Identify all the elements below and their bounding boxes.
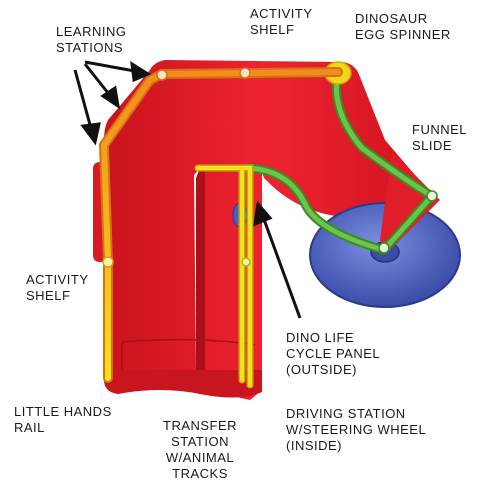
label-transfer-station: TRANSFER STATION W/ANIMAL TRACKS: [163, 418, 238, 481]
rail-joint: [239, 67, 251, 79]
learning-rail-highlight: [101, 69, 341, 381]
label-dinosaur-egg-spinner: DINOSAUR EGG SPINNER: [355, 11, 451, 42]
label-learning-stations: LEARNING STATIONS: [56, 24, 127, 55]
rail-joint: [156, 69, 168, 81]
label-activity-shelf-left: ACTIVITY SHELF: [26, 272, 89, 303]
deck-base: [104, 370, 262, 398]
label-dino-life-cycle-panel: DINO LIFE CYCLE PANEL (OUTSIDE): [286, 330, 381, 377]
label-little-hands-rail: LITTLE HANDS RAIL: [14, 404, 112, 435]
rail-joint: [378, 242, 390, 254]
callout-arrows: [73, 60, 302, 319]
red-deck: [104, 60, 426, 400]
spinner-disc-rim: [309, 202, 461, 308]
rail-joint: [241, 257, 251, 267]
rail-joint: [426, 190, 438, 202]
cutout-shadow: [196, 165, 205, 370]
label-activity-shelf-top: ACTIVITY SHELF: [250, 6, 313, 37]
label-funnel-slide: FUNNEL SLIDE: [412, 122, 468, 153]
label-driving-station: DRIVING STATION W/STEERING WHEEL (INSIDE…: [286, 406, 427, 453]
slide-rail-highlight: [333, 69, 435, 253]
inner-slide-rail-highlight: [245, 165, 387, 253]
center-rail-highlight: [196, 166, 252, 387]
rail-joint: [102, 256, 114, 268]
